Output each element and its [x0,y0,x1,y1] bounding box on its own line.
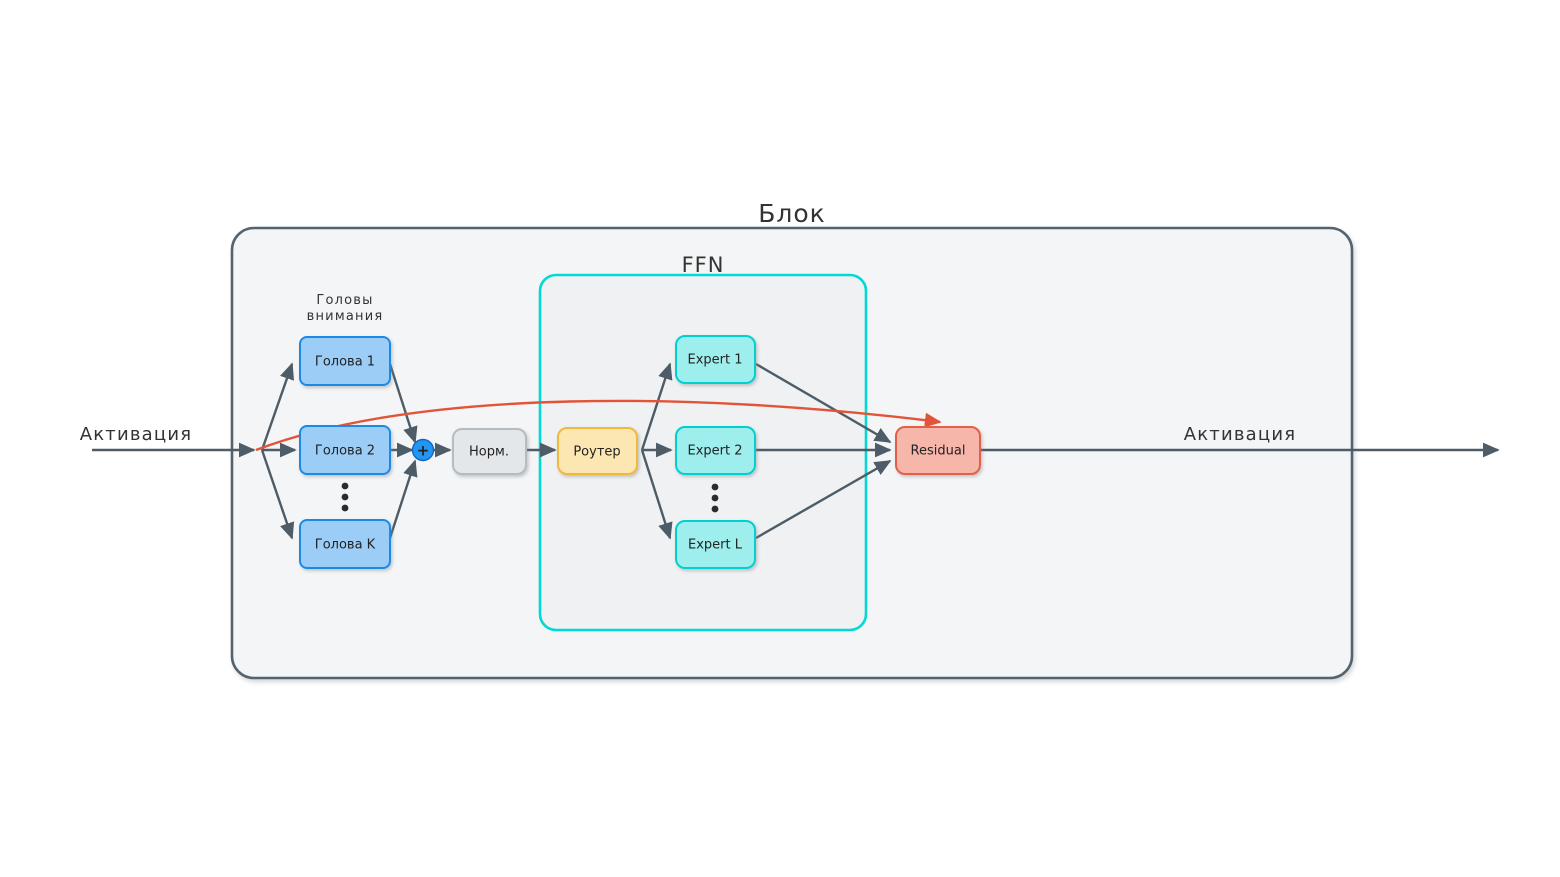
head-1-label: Голова 1 [315,355,375,370]
expert1-to-residual-arrow [755,362,892,444]
node-expert-2[interactable]: Expert 2 [675,426,756,475]
ffn-title: FFN [682,253,725,277]
input-activation-label: Активация [80,424,193,445]
expert-l-box[interactable] [675,520,756,569]
fanout-to-head1-arrow [260,362,294,451]
heads-vertical-ellipsis-icon [341,482,349,512]
node-head-k[interactable]: Голова K [299,519,391,569]
headk-to-sum-arrow [388,459,418,539]
node-head-2[interactable]: Голова 2 [299,425,391,475]
node-expert-1[interactable]: Expert 1 [675,335,756,384]
expert-2-box[interactable] [675,426,756,475]
node-expert-l[interactable]: Expert L [675,520,756,569]
expert-1-label: Expert 1 [687,353,742,368]
node-head-1[interactable]: Голова 1 [299,336,391,386]
node-residual[interactable]: Residual [895,426,981,475]
block-title: Блок [758,199,826,228]
fanout-to-headk-arrow [260,449,295,540]
sum-plus-icon: + [417,442,430,460]
head-2-box[interactable] [299,425,391,475]
router-to-expertl-arrow [640,449,673,540]
sum-circle[interactable] [411,438,435,462]
expert-l-label: Expert L [688,538,743,553]
expert-1-box[interactable] [675,335,756,384]
attention-heads-label-line2: внимания [307,309,384,324]
node-router[interactable]: Роутер [557,427,638,475]
output-activation-label: Активация [1184,424,1297,445]
head-1-box[interactable] [299,336,391,386]
head1-to-sum-arrow [388,363,418,444]
attention-heads-label-line1: Головы [316,293,373,308]
node-norm[interactable]: Норм. [452,428,527,475]
head-k-box[interactable] [299,519,391,569]
head-2-label: Голова 2 [315,444,375,459]
norm-label: Норм. [469,445,509,460]
norm-box[interactable] [452,428,527,475]
experts-vertical-ellipsis-icon [711,483,719,513]
residual-box[interactable] [895,426,981,475]
residual-label: Residual [911,444,966,459]
node-sum[interactable]: + [411,438,435,462]
router-to-expert1-arrow [640,362,673,451]
expertl-to-residual-arrow [755,459,892,540]
router-box[interactable] [557,427,638,475]
head-k-label: Голова K [315,538,376,553]
expert-2-label: Expert 2 [687,444,742,459]
router-label: Роутер [573,445,620,460]
